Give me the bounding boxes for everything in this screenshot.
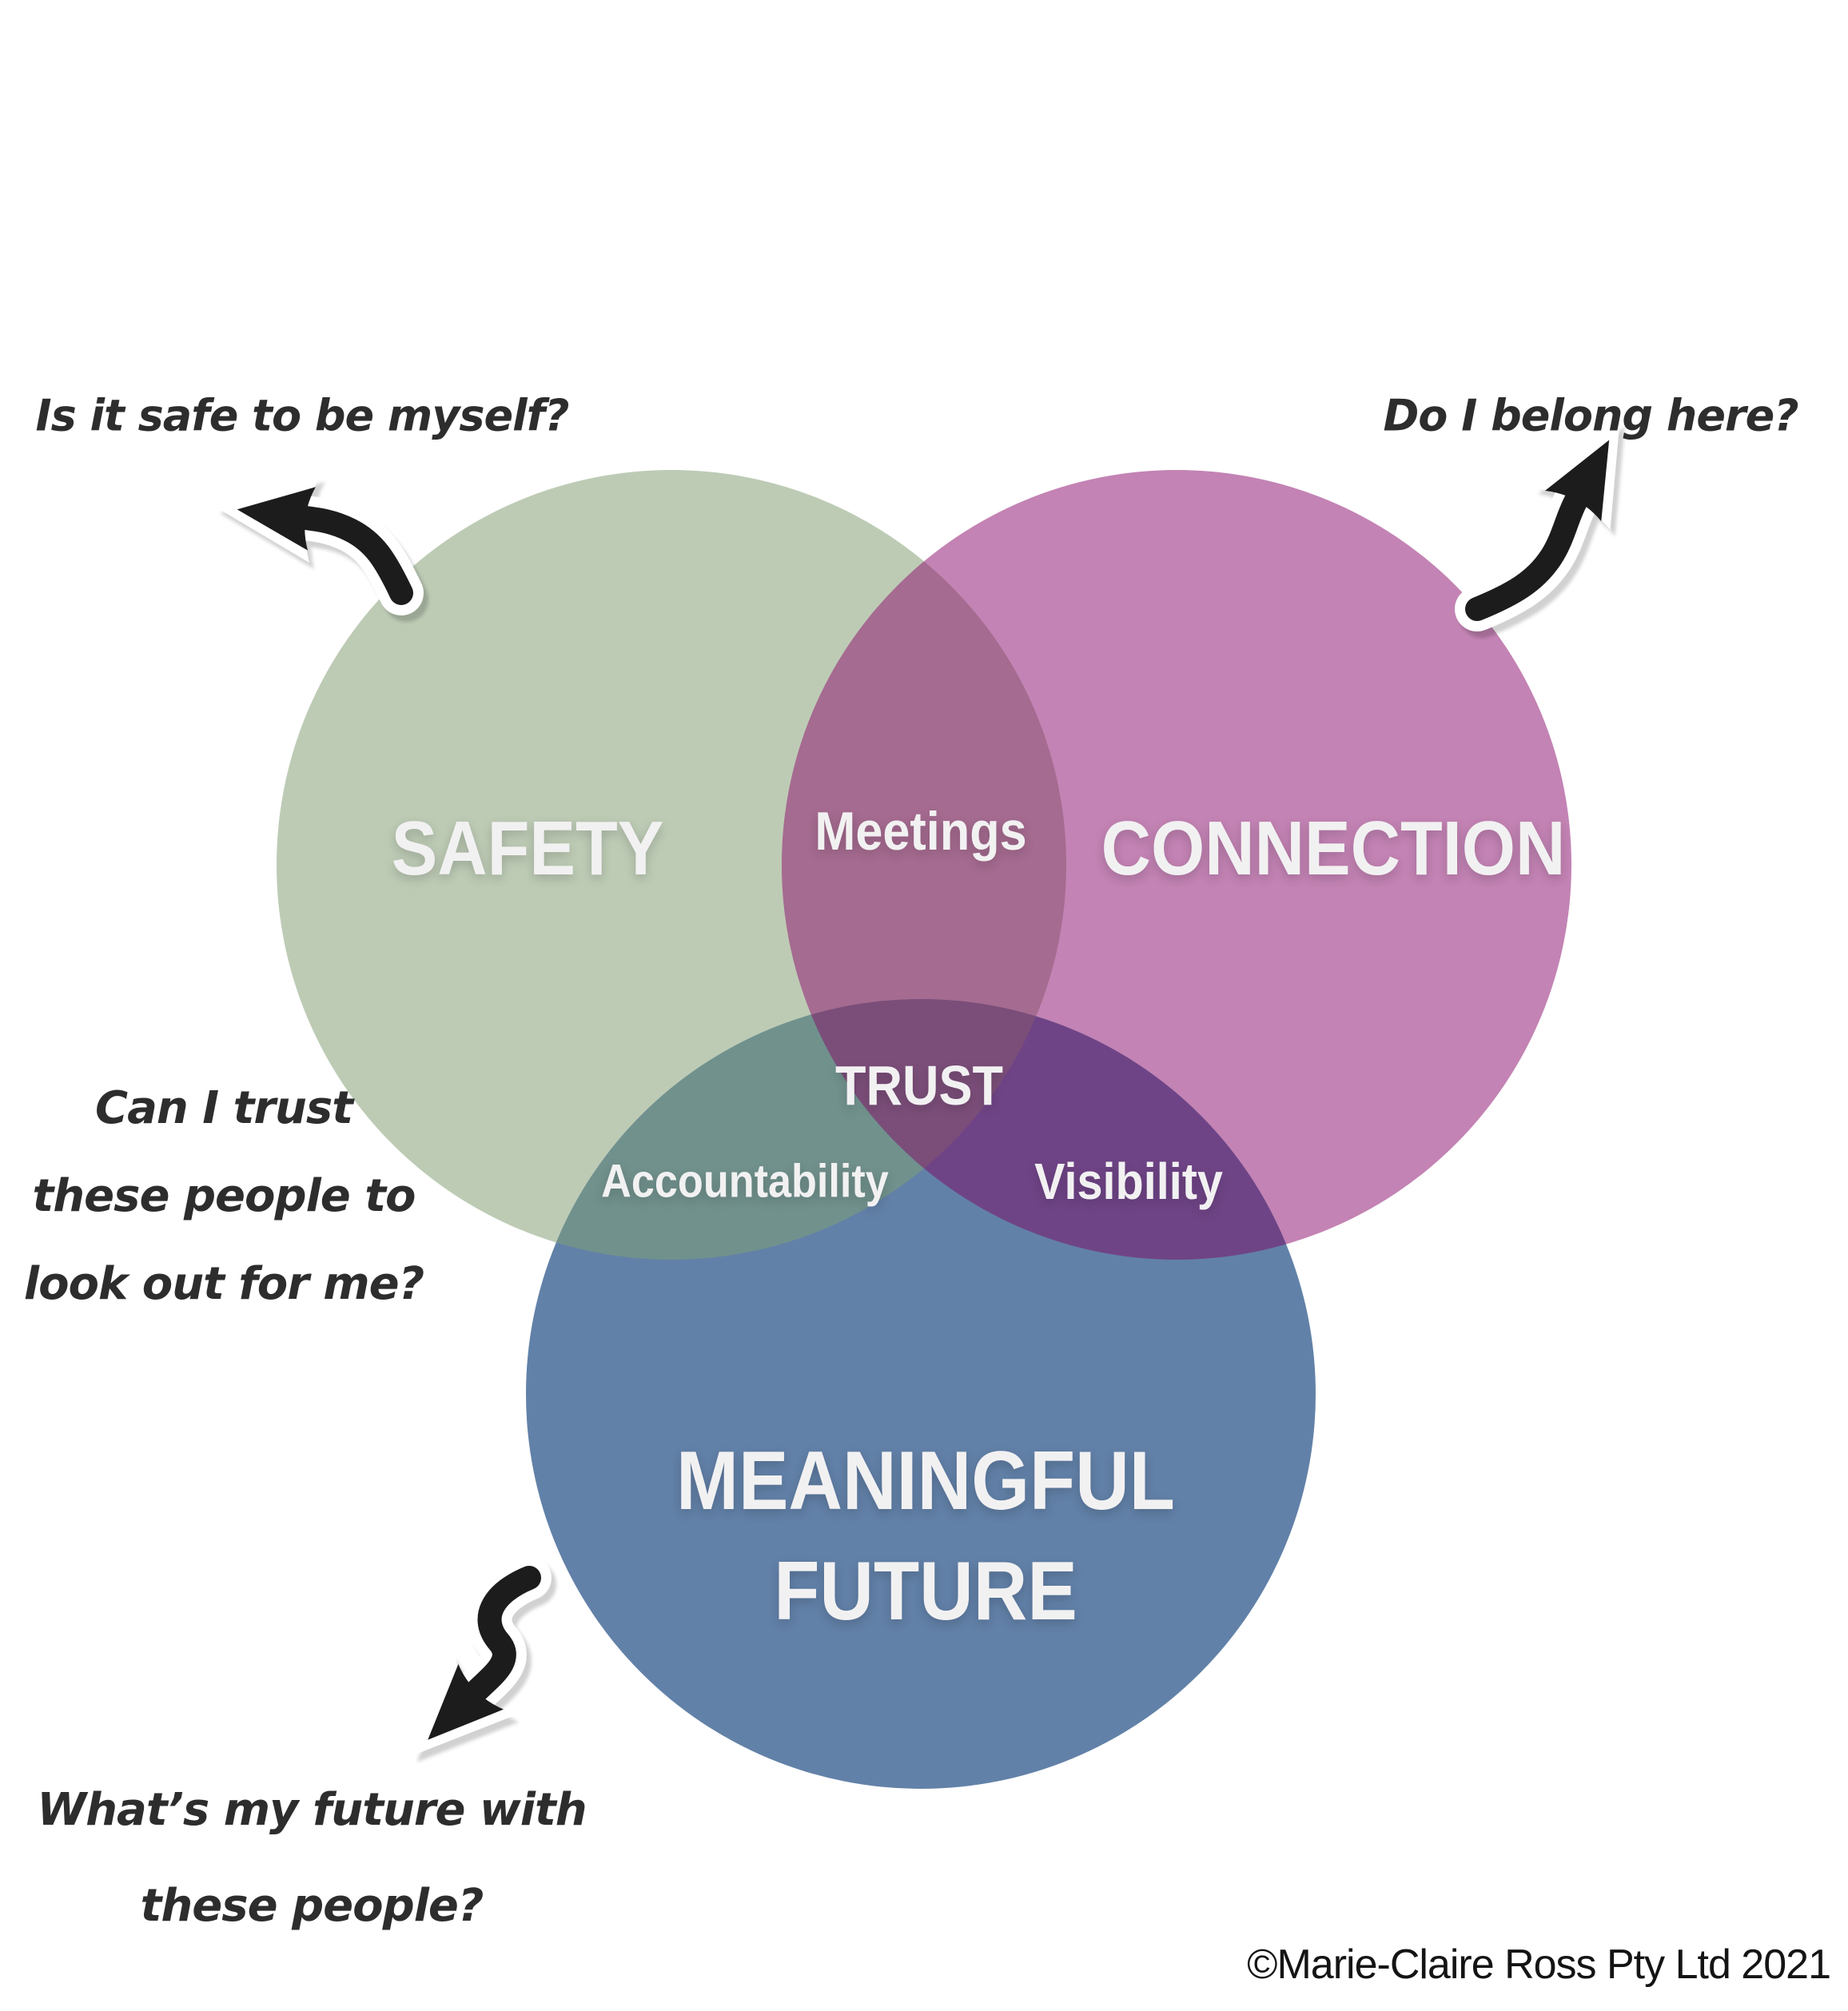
arrow-to-connection-question	[1455, 420, 1620, 631]
connection-label: CONNECTION	[1101, 806, 1566, 891]
trust-question-line1: Can I trust	[95, 1082, 353, 1134]
meaningful-future-label-line2: FUTURE	[774, 1545, 1077, 1638]
trust-question-line2: these people to	[32, 1170, 416, 1222]
safety-label: SAFETY	[391, 806, 664, 891]
trust-question-annotation: Can I trust these people to look out for…	[24, 1065, 424, 1328]
arrow-to-future-question	[412, 1555, 552, 1756]
meaningful-future-label-line1: MEANINGFUL	[676, 1435, 1175, 1527]
connection-question-annotation: Do I belong here?	[1383, 390, 1798, 441]
safety-question-annotation: Is it safe to be myself?	[35, 390, 569, 441]
future-question-annotation: What’s my future with these people?	[37, 1762, 587, 1954]
accountability-overlap-label: Accountability	[601, 1155, 889, 1208]
meaningful-future-label: MEANINGFUL FUTURE	[676, 1426, 1175, 1647]
future-question-line1: What’s my future with	[37, 1784, 587, 1836]
connection-future-overlap	[782, 999, 1316, 1260]
visibility-overlap-label: Visibility	[1034, 1153, 1223, 1210]
meetings-overlap-label: Meetings	[814, 801, 1027, 862]
future-question-line2: these people?	[140, 1880, 484, 1932]
copyright-notice: ©Marie-Claire Ross Pty Ltd 2021	[1247, 1941, 1831, 1988]
venn-overlaps	[526, 470, 1316, 1260]
trust-question-line3: look out for me?	[23, 1258, 424, 1310]
trust-center-label: TRUST	[835, 1054, 1003, 1117]
safety-future-overlap	[526, 999, 1066, 1260]
arrow-to-safety-question	[214, 475, 424, 615]
